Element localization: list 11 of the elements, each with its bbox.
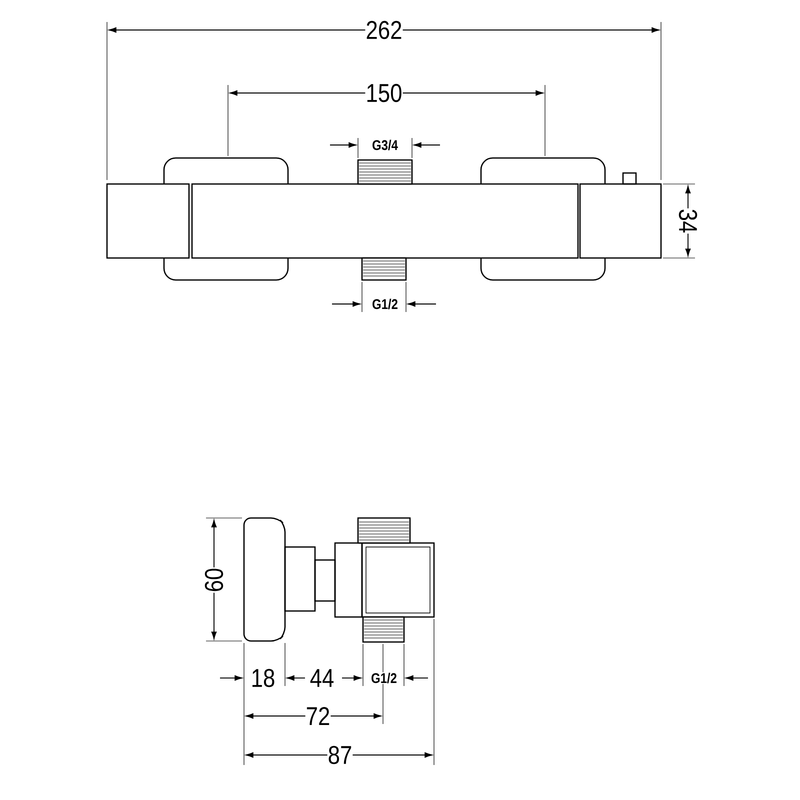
- dimension-label: 60: [204, 567, 224, 593]
- dimension-label: 44: [309, 668, 335, 688]
- dimension-label: G3/4: [372, 139, 398, 151]
- dimension-label: 72: [305, 706, 331, 726]
- dimension-label: G1/2: [372, 298, 398, 310]
- dimension-label: G1/2: [370, 672, 398, 684]
- dimension-label: 18: [250, 668, 276, 688]
- dimension-label: 262: [365, 20, 403, 40]
- dimension-label: 87: [327, 745, 353, 765]
- dimension-label: 34: [678, 208, 698, 234]
- dimension-label: 150: [365, 83, 403, 103]
